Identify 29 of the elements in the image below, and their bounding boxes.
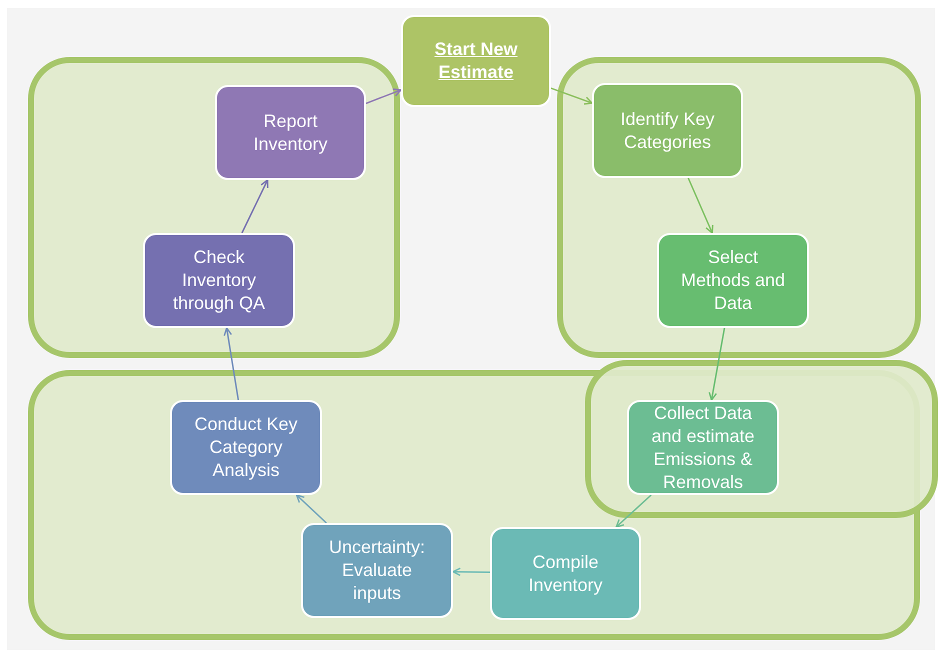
group-region — [557, 57, 921, 358]
group-region — [28, 57, 400, 358]
group-region — [585, 360, 938, 518]
process-box — [215, 85, 366, 180]
arrow — [616, 494, 652, 528]
step-label: Compile Inventory — [527, 550, 604, 596]
process-box — [592, 83, 743, 178]
process-box — [143, 233, 295, 328]
arrow — [296, 494, 327, 524]
step-label: Select Methods and Data — [680, 246, 786, 315]
start-box — [401, 15, 551, 107]
process-box — [170, 400, 322, 495]
step-label: Uncertainty: Evaluate inputs — [328, 536, 426, 605]
arrow — [241, 179, 268, 234]
arrow — [366, 88, 402, 104]
step-label: Start New Estimate — [433, 38, 519, 84]
arrow — [688, 178, 714, 234]
step-label: Identify Key Categories — [619, 108, 716, 154]
arrow — [224, 327, 240, 400]
process-box — [301, 523, 453, 618]
step-label: Check Inventory through QA — [172, 246, 266, 315]
process-box — [657, 233, 809, 328]
step-label: Report Inventory — [252, 110, 329, 156]
process-box — [627, 400, 779, 495]
step-label: Collect Data and estimate Emissions & Removals — [650, 402, 756, 494]
arrow — [452, 568, 490, 576]
process-box — [490, 527, 641, 620]
arrow — [708, 328, 726, 401]
step-label: Conduct Key Category Analysis — [193, 413, 299, 482]
